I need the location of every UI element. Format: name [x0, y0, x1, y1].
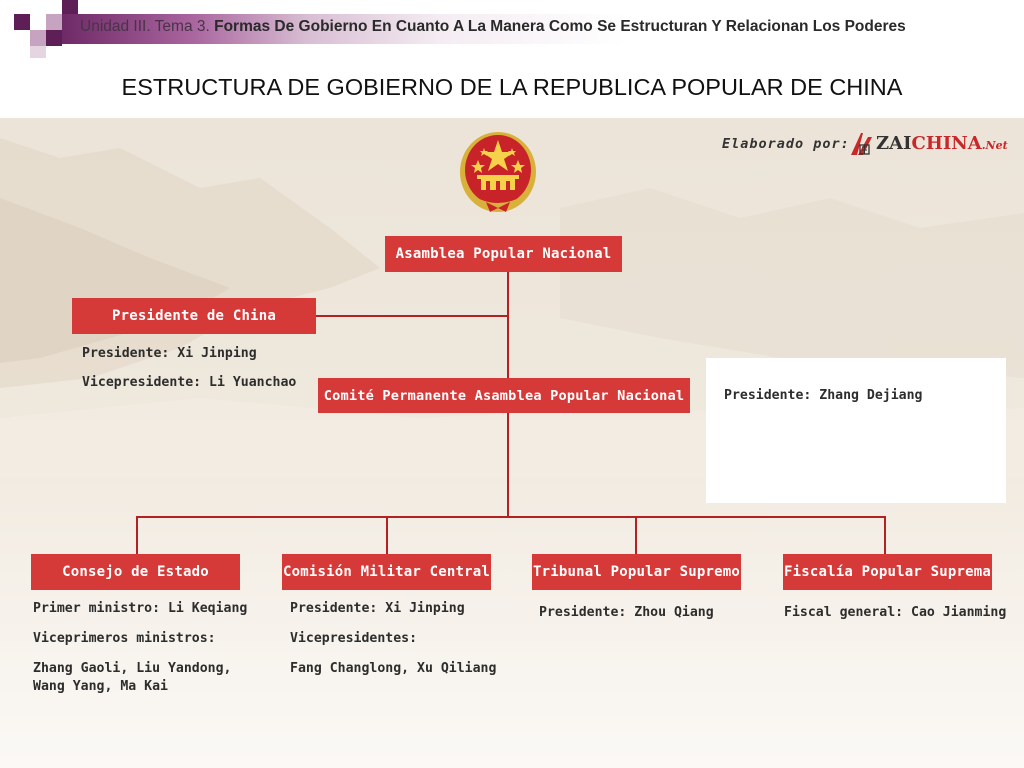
comite-detail-1: Presidente: Zhang Dejiang — [724, 388, 923, 403]
header-square-2 — [30, 30, 46, 46]
credit-label: Elaborado por: — [722, 136, 850, 152]
node-comision: Comisión Militar Central — [282, 554, 491, 590]
presidente-china-detail-2: Vicepresidente: Li Yuanchao — [82, 375, 297, 390]
header-title: Formas De Gobierno En Cuanto A La Manera… — [214, 18, 906, 35]
header-square-4 — [62, 0, 78, 14]
line-branch-horizontal — [136, 516, 886, 518]
brand-part2: CHINA — [911, 133, 982, 154]
right-white-panel — [706, 358, 1006, 503]
brand-part1: ZAI — [876, 133, 912, 154]
brand-mark-icon — [851, 133, 872, 155]
node-fiscalia: Fiscalía Popular Suprema — [783, 554, 992, 590]
line-drop-comision — [386, 516, 388, 554]
header-prefix: Unidad III. Tema 3. — [80, 18, 210, 35]
header-square-3 — [46, 14, 62, 30]
tribunal-detail-1: Presidente: Zhou Qiang — [539, 605, 714, 620]
node-presidente-china: Presidente de China — [72, 298, 316, 334]
node-comite: Comité Permanente Asamblea Popular Nacio… — [318, 378, 690, 413]
presidente-china-detail-1: Presidente: Xi Jinping — [82, 346, 257, 361]
comision-detail-1: Presidente: Xi Jinping — [290, 601, 465, 616]
header-text: Unidad III. Tema 3. Formas De Gobierno E… — [80, 18, 906, 36]
line-comite-down — [507, 413, 509, 517]
line-drop-tribunal — [635, 516, 637, 554]
consejo-detail-2: Viceprimeros ministros: — [33, 631, 216, 646]
node-asamblea: Asamblea Popular Nacional — [385, 236, 622, 272]
comision-detail-2: Vicepresidentes: — [290, 631, 418, 646]
consejo-detail-4: Wang Yang, Ma Kai — [33, 679, 168, 694]
national-emblem-icon — [460, 132, 536, 212]
line-drop-consejo — [136, 516, 138, 554]
slide-title: ESTRUCTURA DE GOBIERNO DE LA REPUBLICA P… — [121, 74, 903, 100]
node-consejo: Consejo de Estado — [31, 554, 240, 590]
consejo-detail-3: Zhang Gaoli, Liu Yandong, — [33, 661, 232, 676]
org-chart: Elaborado por: ZAICHINA.Net — [0, 118, 1024, 768]
fiscalia-detail-1: Fiscal general: Cao Jianming — [784, 605, 1007, 620]
line-asamblea-comite — [507, 272, 509, 378]
brand-wordmark: ZAICHINA.Net — [876, 133, 1008, 154]
header-square-5 — [46, 30, 62, 46]
line-drop-fiscalia — [884, 516, 886, 554]
header-square-6 — [30, 46, 46, 58]
consejo-detail-1: Primer ministro: Li Keqiang — [33, 601, 248, 616]
comision-detail-3: Fang Changlong, Xu Qiliang — [290, 661, 497, 676]
line-presidente-connector — [316, 315, 508, 317]
header-square-1 — [14, 14, 30, 30]
header-bar — [62, 14, 1002, 44]
node-tribunal: Tribunal Popular Supremo — [532, 554, 741, 590]
brand-suffix: .Net — [981, 139, 1008, 152]
